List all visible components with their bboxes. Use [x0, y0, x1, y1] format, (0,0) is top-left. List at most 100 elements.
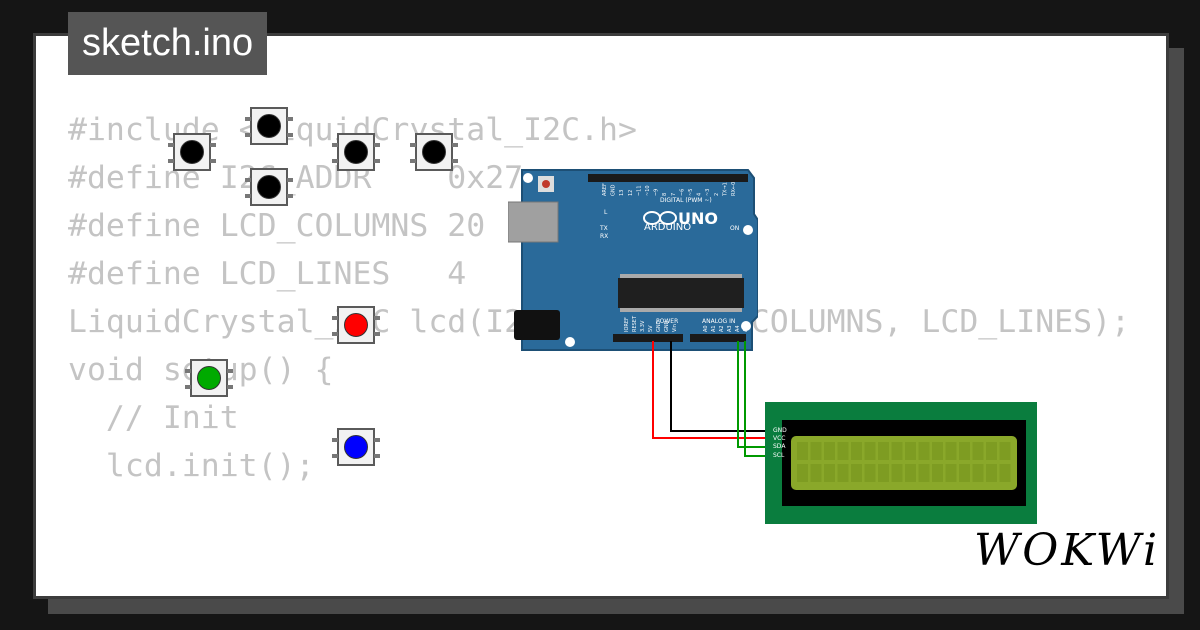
atmega-chip — [618, 278, 744, 308]
button-cap — [257, 175, 281, 199]
pushbutton-black-1[interactable] — [168, 133, 216, 171]
arduino-brand-text: ARDUINO — [644, 222, 691, 233]
lcd-char-cell — [797, 464, 808, 482]
pin-label: A1 — [711, 325, 717, 332]
arduino-logo-icon — [643, 211, 677, 225]
code-line-11: lcd.init(); — [68, 448, 315, 484]
lcd-char-cell — [905, 464, 916, 482]
pin-label: GND — [664, 320, 670, 332]
pin-label: IOREF — [624, 317, 630, 332]
lcd-char-cell — [878, 464, 889, 482]
digital-label: DIGITAL (PWM ~) — [660, 197, 712, 204]
usb-connector — [508, 201, 559, 243]
pushbutton-black-5[interactable] — [245, 168, 293, 206]
power-label: POWER — [656, 318, 678, 325]
analog-header — [690, 334, 746, 342]
lcd-char-cell — [945, 464, 957, 482]
code-line-3: #define I2C_ADDR 0x27 — [68, 160, 524, 196]
tx-label: TX — [599, 225, 608, 232]
pin-label: GND — [656, 320, 662, 332]
lcd-char-cell — [972, 464, 984, 482]
pin-label: 2 — [714, 193, 720, 196]
lcd-char-cell — [986, 442, 997, 460]
pushbutton-red[interactable] — [332, 306, 380, 344]
lcd-char-cell — [932, 442, 943, 460]
wire-sda[interactable] — [737, 341, 768, 448]
button-cap — [180, 140, 204, 164]
lcd-pin-vcc: VCC — [773, 435, 785, 442]
pin-label: RX←0 — [731, 182, 737, 196]
pushbutton-blue[interactable] — [332, 428, 380, 466]
lcd-char-cell — [851, 442, 862, 460]
pin-label: 13 — [619, 190, 625, 196]
lcd-char-cell — [986, 464, 997, 482]
pin-label: A2 — [719, 325, 725, 332]
pushbutton-black-2[interactable] — [245, 107, 293, 145]
pin-label: Vin — [672, 324, 678, 332]
lcd-1602-i2c[interactable]: GND VCC SDA SCL — [765, 402, 1039, 524]
lcd-char-cell — [932, 464, 943, 482]
button-cap — [344, 140, 368, 164]
lcd-char-cell — [959, 464, 970, 482]
chip-pins-bottom — [620, 308, 742, 312]
pin-label: AREF — [602, 183, 608, 196]
pin-label: A0 — [703, 325, 709, 332]
lcd-char-cell — [810, 442, 822, 460]
mount-hole — [743, 225, 753, 235]
lcd-char-cell — [824, 442, 835, 460]
reset-button-cap — [542, 180, 550, 188]
lcd-char-cell — [837, 442, 849, 460]
power-jack — [514, 310, 560, 340]
lcd-char-cell — [810, 464, 822, 482]
lcd-char-cell — [918, 442, 930, 460]
analog-label: ANALOG IN — [702, 318, 735, 325]
pin-label: ~10 — [645, 185, 651, 196]
pin-label: A5 — [743, 325, 749, 332]
pushbutton-black-3[interactable] — [332, 133, 380, 171]
wire-vcc[interactable] — [652, 341, 768, 439]
lcd-char-cell — [864, 464, 876, 482]
button-cap — [422, 140, 446, 164]
pin-label: 12 — [628, 190, 634, 196]
on-label: ON — [730, 225, 739, 232]
pin-label: ~3 — [705, 189, 711, 196]
mount-hole — [741, 321, 751, 331]
power-header — [613, 334, 683, 342]
digital-header — [588, 174, 748, 182]
pin-label: 7 — [671, 193, 677, 196]
pin-label: ~6 — [679, 189, 685, 196]
pin-label: 4 — [697, 193, 703, 196]
button-cap — [344, 435, 368, 459]
pin-label: ~9 — [654, 189, 660, 196]
pin-label: 5V — [648, 325, 654, 332]
lcd-char-cell — [837, 464, 849, 482]
lcd-char-cell — [891, 442, 903, 460]
pin-label: ~11 — [636, 185, 642, 196]
pin-label: A3 — [727, 325, 733, 332]
pin-label: RESET — [632, 315, 638, 332]
wire-scl[interactable] — [744, 341, 768, 457]
pushbutton-green[interactable] — [185, 359, 233, 397]
lcd-char-cell — [999, 442, 1011, 460]
lcd-char-cell — [878, 442, 889, 460]
pin-label: TX→1 — [722, 182, 728, 197]
lcd-char-cell — [851, 464, 862, 482]
rx-label: RX — [600, 233, 608, 240]
button-cap — [257, 114, 281, 138]
mount-hole — [565, 337, 575, 347]
arduino-uno-board[interactable]: ARDUINO UNO DIGITAL (PWM ~) POWER ANALOG… — [508, 166, 758, 356]
lcd-pin-gnd: GND — [773, 427, 787, 434]
pushbutton-black-4[interactable] — [410, 133, 458, 171]
wokwi-logo: WOKWi — [974, 525, 1161, 576]
lcd-char-cell — [918, 464, 930, 482]
wire-gnd[interactable] — [670, 341, 768, 432]
pin-label: A4 — [735, 325, 741, 332]
button-cap — [344, 313, 368, 337]
pin-label: 3.3V — [640, 320, 646, 332]
lcd-pin-scl: SCL — [773, 452, 785, 459]
lcd-pin-sda: SDA — [773, 443, 786, 450]
lcd-char-cell — [945, 442, 957, 460]
pin-label: GND — [611, 184, 617, 196]
code-line-10: // Init — [68, 400, 239, 436]
